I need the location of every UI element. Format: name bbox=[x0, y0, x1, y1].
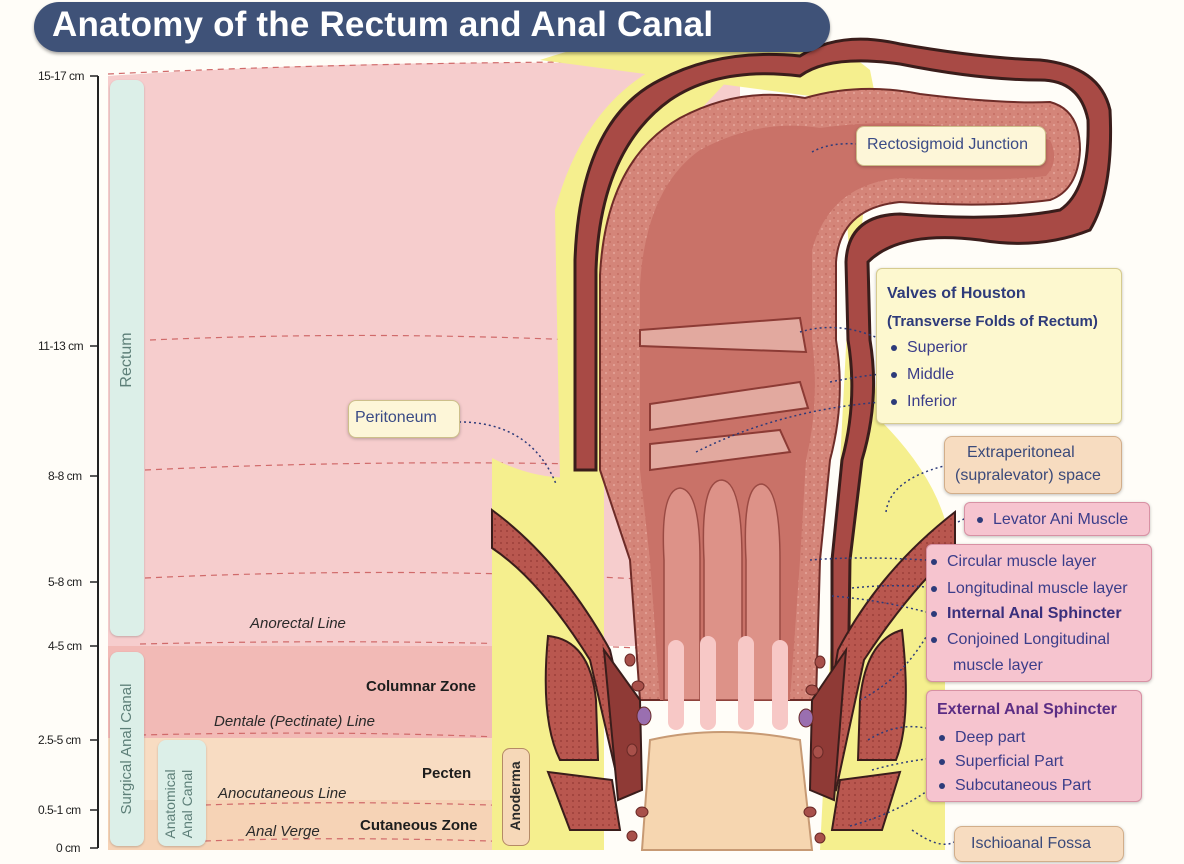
cutaneous-zone-label: Cutaneous Zone bbox=[360, 817, 478, 834]
external-item-superficial: Superficial Part bbox=[939, 753, 1064, 771]
muscle-item-conjoined-continuation: muscle layer bbox=[953, 657, 1043, 674]
muscle-layers-callout: Circular muscle layer Longitudinal muscl… bbox=[926, 544, 1152, 682]
muscle-item-longitudinal: Longitudinal muscle layer bbox=[931, 580, 1128, 598]
scale-tick-4-5: 4-5 cm bbox=[48, 639, 82, 653]
scale-bar bbox=[90, 75, 99, 849]
houston-item-superior: Superior bbox=[891, 339, 967, 357]
bullet-icon bbox=[891, 345, 897, 351]
external-item-deep-label: Deep part bbox=[955, 729, 1026, 746]
scale-tick-0-5: 0.5-1 cm bbox=[38, 803, 81, 817]
anoderma-label: Anoderma bbox=[507, 761, 523, 831]
external-item-deep: Deep part bbox=[939, 729, 1025, 747]
bullet-icon bbox=[931, 559, 937, 565]
houston-item-inferior: Inferior bbox=[891, 393, 957, 411]
bullet-icon bbox=[977, 517, 983, 523]
ischioanal-label: Ischioanal Fossa bbox=[971, 835, 1092, 852]
pointer-lines bbox=[453, 142, 967, 845]
levator-callout: Levator Ani Muscle bbox=[964, 502, 1150, 536]
bullet-icon bbox=[939, 735, 945, 741]
scale-tick-11-13: 11-13 cm bbox=[38, 339, 84, 353]
extraperitoneal-line2: (supralevator) space bbox=[955, 467, 1101, 484]
bullet-icon bbox=[939, 783, 945, 789]
muscle-item-circular: Circular muscle layer bbox=[931, 553, 1096, 571]
left-sphincter-complex bbox=[491, 508, 644, 831]
pecten-label: Pecten bbox=[422, 765, 472, 782]
bullet-icon bbox=[891, 372, 897, 378]
muscle-item-internal-sphincter: Internal Anal Sphincter bbox=[931, 605, 1122, 623]
page-title: Anatomy of the Rectum and Anal Canal bbox=[52, 5, 714, 44]
anal-verge-label: Anal Verge bbox=[246, 823, 320, 840]
houston-callout: Valves of Houston (Transverse Folds of R… bbox=[876, 268, 1122, 424]
rectum-label: Rectum bbox=[118, 332, 135, 388]
muscle-item-conjoined: Conjoined Longitudinal bbox=[931, 631, 1110, 649]
columnar-zone-label: Columnar Zone bbox=[366, 678, 477, 695]
dentate-line-label: Dentale (Pectinate) Line bbox=[214, 713, 375, 730]
scale-tick-15-17: 15-17 cm bbox=[38, 69, 85, 83]
surgical-anal-canal-label: Surgical Anal Canal bbox=[118, 683, 135, 815]
rectal-lumen bbox=[639, 123, 1055, 851]
rectum-pill bbox=[110, 80, 144, 636]
external-sphincter-callout: External Anal Sphincter Deep part Superf… bbox=[926, 690, 1142, 802]
venous-lobules bbox=[624, 653, 826, 844]
scale-tick-0: 0 cm bbox=[56, 841, 81, 855]
bullet-icon bbox=[931, 637, 937, 643]
houston-item-middle-label: Middle bbox=[907, 366, 955, 383]
anocutaneous-line-label: Anocutaneous Line bbox=[218, 785, 347, 802]
external-item-superficial-label: Superficial Part bbox=[955, 753, 1064, 770]
right-sphincter-complex bbox=[808, 509, 956, 831]
scale-tick-5-8: 5-8 cm bbox=[48, 575, 82, 589]
bullet-icon bbox=[939, 759, 945, 765]
anatomical-anal-canal-pill bbox=[158, 740, 206, 846]
peritoneum-callout: Peritoneum bbox=[348, 400, 460, 438]
title-banner bbox=[34, 2, 830, 52]
anoderma-pill bbox=[502, 748, 530, 846]
muscle-item-conjoined-label: Conjoined Longitudinal bbox=[947, 631, 1110, 648]
rectosigmoid-callout: Rectosigmoid Junction bbox=[856, 126, 1046, 166]
bullet-icon bbox=[931, 611, 937, 617]
anatomical-anal-canal-label: Anatomical Anal Canal bbox=[162, 769, 195, 839]
scale-tick-8-8: 8-8 cm bbox=[48, 469, 82, 483]
bullet-icon bbox=[891, 399, 897, 405]
bullet-icon bbox=[931, 586, 937, 592]
anorectal-line-label: Anorectal Line bbox=[250, 615, 346, 632]
extraperitoneal-line1: Extraperitoneal bbox=[967, 444, 1075, 461]
houston-title: Valves of Houston bbox=[887, 285, 1026, 302]
rectosigmoid-label: Rectosigmoid Junction bbox=[867, 136, 1028, 153]
muscle-item-internal-sphincter-label: Internal Anal Sphincter bbox=[947, 605, 1122, 622]
scale-tick-2-5: 2.5-5 cm bbox=[38, 733, 81, 747]
houston-subtitle: (Transverse Folds of Rectum) bbox=[887, 313, 1098, 330]
peritoneum-label: Peritoneum bbox=[355, 409, 437, 426]
houston-item-superior-label: Superior bbox=[907, 339, 968, 356]
surgical-anal-canal-pill bbox=[110, 652, 144, 846]
ischioanal-callout: Ischioanal Fossa bbox=[954, 826, 1124, 862]
muscle-item-circular-label: Circular muscle layer bbox=[947, 553, 1097, 570]
levator-label: Levator Ani Muscle bbox=[993, 511, 1129, 528]
external-item-subcutaneous: Subcutaneous Part bbox=[939, 777, 1091, 795]
levator-item: Levator Ani Muscle bbox=[977, 511, 1128, 529]
houston-item-middle: Middle bbox=[891, 366, 954, 384]
houston-item-inferior-label: Inferior bbox=[907, 393, 957, 410]
external-item-subcutaneous-label: Subcutaneous Part bbox=[955, 777, 1092, 794]
external-sphincter-title: External Anal Sphincter bbox=[937, 701, 1117, 718]
extraperitoneal-callout: Extraperitoneal (supralevator) space bbox=[944, 436, 1122, 494]
muscle-item-longitudinal-label: Longitudinal muscle layer bbox=[947, 580, 1128, 597]
